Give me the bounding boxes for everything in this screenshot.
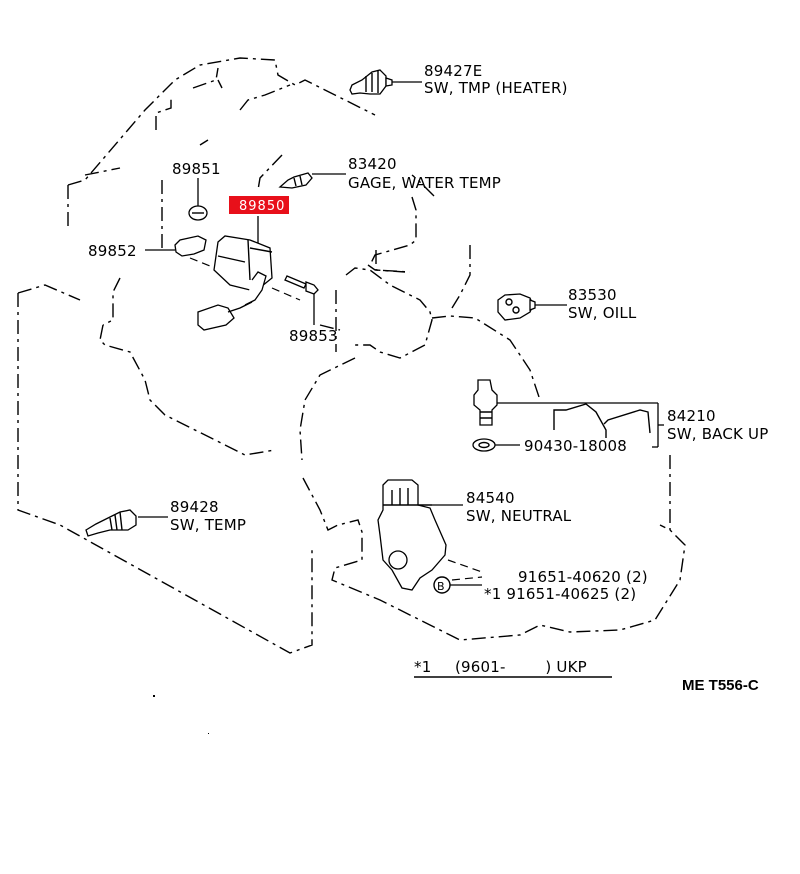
label-89851-id[interactable]: 89851 [172,160,221,178]
part-89853-bolt[interactable] [284,275,319,325]
callout-labels: 89427E SW, TMP (HEATER) 83420 GAGE, WATE… [88,62,768,603]
reference-code: ME T556-C [682,677,759,694]
label-83530-name: SW, OILL [568,304,637,322]
label-83530-id[interactable]: 83530 [568,286,617,304]
part-89850-sensor-module[interactable] [197,216,301,331]
bolt-marker-b: B [433,576,482,594]
label-89427e-id[interactable]: 89427E [424,62,482,80]
label-89850-id[interactable]: 89850 [239,199,285,214]
label-83420-id[interactable]: 83420 [348,155,397,173]
part-84210-backup-switch[interactable] [473,379,664,448]
label-89427e-name: SW, TMP (HEATER) [424,79,568,97]
part-84540-neutral-switch[interactable] [377,479,483,591]
engine-outline [17,57,686,654]
part-89851-cap[interactable] [188,178,208,221]
part-83420-water-temp-gauge[interactable] [278,172,346,189]
stray-mark [208,733,209,734]
bolt-marker-letter: B [437,580,445,593]
label-84210-name: SW, BACK UP [667,425,768,443]
label-89428-id[interactable]: 89428 [170,498,219,516]
label-89428-name: SW, TEMP [170,516,246,534]
stray-mark [153,695,155,697]
label-89852-id[interactable]: 89852 [88,242,137,260]
label-84540-id[interactable]: 84540 [466,489,515,507]
footnote-marker: *1 [414,658,431,676]
part-89852-bracket[interactable] [145,235,211,267]
label-91651-40625[interactable]: *1 91651-40625 (2) [484,585,636,603]
footnote-range: (9601- ) UKP [455,658,587,676]
part-89428-temp-switch[interactable] [85,509,168,537]
footnote: *1 (9601- ) UKP [414,658,612,678]
part-83530-oil-switch[interactable] [497,293,567,321]
label-91651-40620[interactable]: 91651-40620 (2) [518,568,648,586]
label-84210-id[interactable]: 84210 [667,407,716,425]
part-90430-18008-gasket[interactable] [472,438,520,452]
label-84540-name: SW, NEUTRAL [466,507,572,525]
label-89853-id[interactable]: 89853 [289,327,338,345]
part-89427e-heater-temp-switch[interactable] [349,69,422,95]
label-83420-name: GAGE, WATER TEMP [348,174,501,192]
label-90430-18008-id[interactable]: 90430-18008 [524,437,627,455]
highlight-89850-box [229,196,289,214]
